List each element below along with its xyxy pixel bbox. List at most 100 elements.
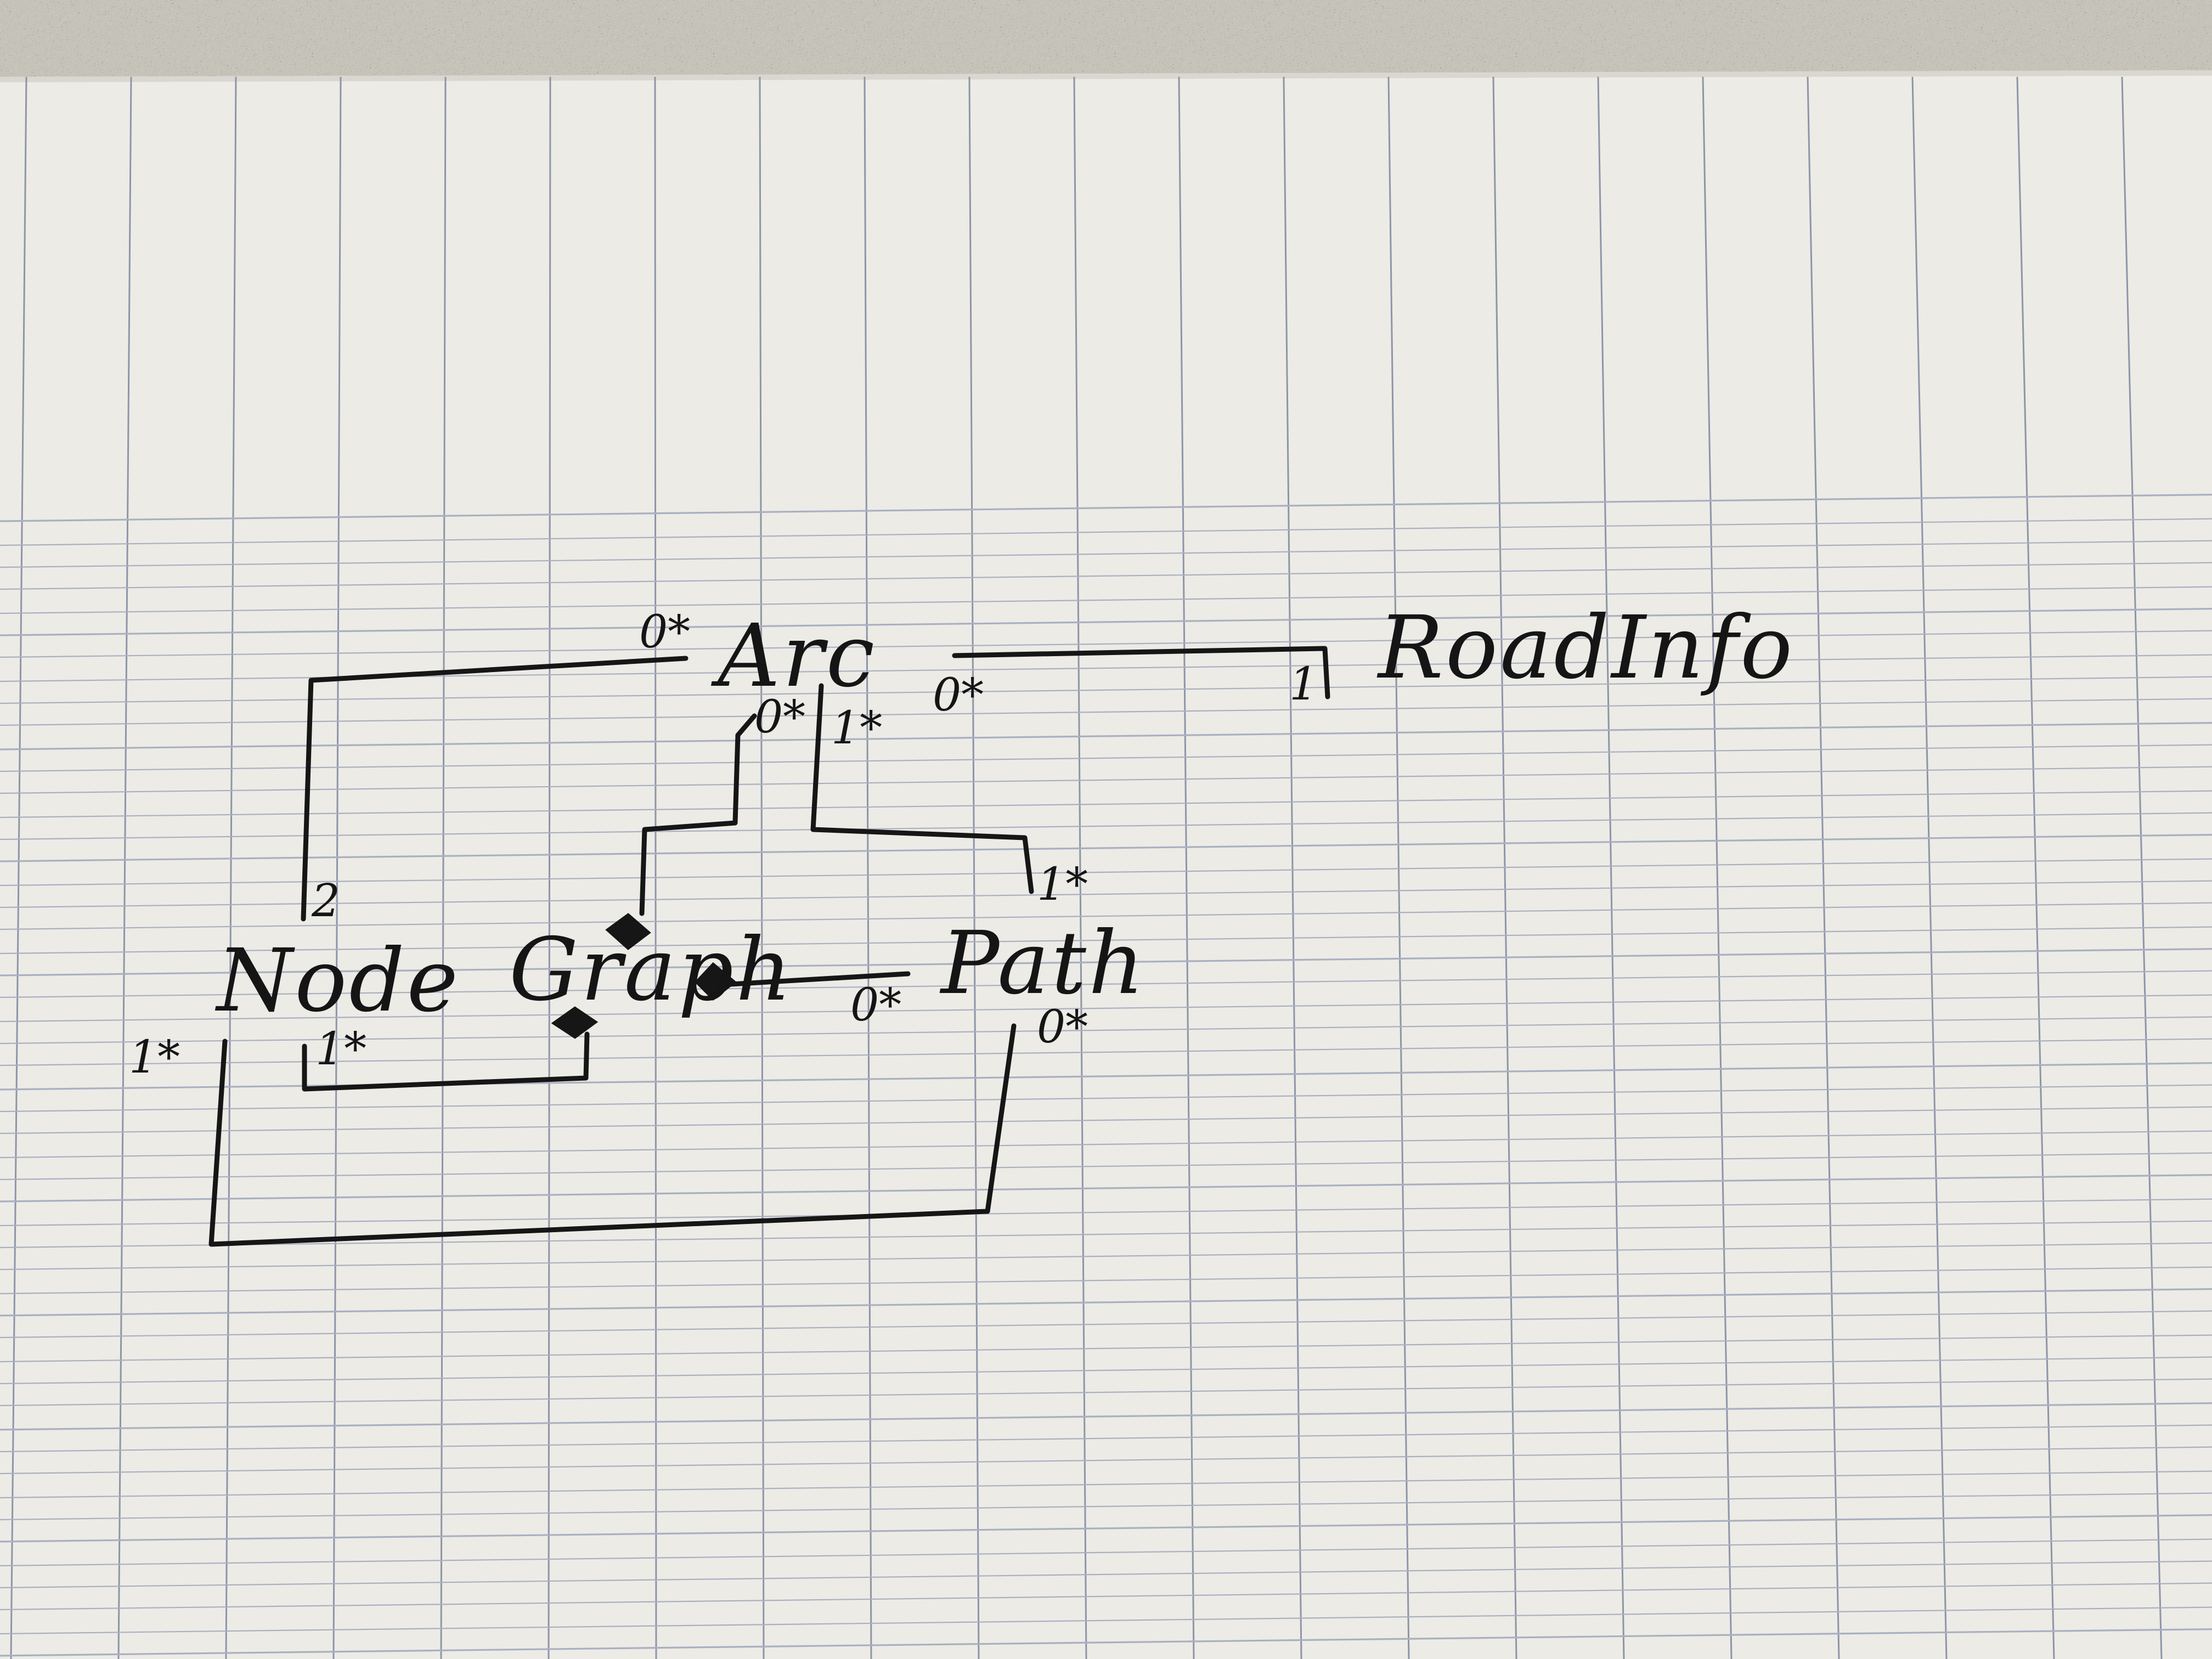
mult-arc-roadinfo: 0* [933,669,984,721]
class-node: Node [215,930,460,1031]
grid-vertical-line [440,76,447,1659]
grid-horizontal-line [0,812,2212,840]
class-path: Path [939,913,1147,1014]
graph-diamond-path [694,962,737,1001]
grid-horizontal-line [0,926,2212,955]
desk-speckle [0,0,2212,82]
grid-horizontal-line [0,790,2212,819]
grid-vertical-lines [10,76,2163,1659]
composition-diamonds [551,913,737,1039]
grid-vertical-line [1073,76,1087,1659]
mult-roadinfo-arc: 1 [1289,658,1318,710]
grid-horizontal-line [0,518,2212,546]
grid-horizontal-line [0,722,2212,751]
grid-horizontal-line [0,1242,2212,1271]
connector-path-graph [719,971,911,988]
grid-horizontal-line [0,1198,2212,1227]
grid-horizontal-line [0,1470,2212,1499]
connector-node-arc [301,656,689,922]
grid-vertical-line [225,76,237,1659]
grid-vertical-line [654,76,657,1659]
grid-horizontal-line [0,1288,2212,1317]
grid-vertical-line [548,76,551,1659]
grid-horizontal-line [0,1334,2212,1363]
grid-horizontal-line [0,902,2212,930]
grid-horizontal-line [0,698,2212,726]
grid-vertical-line [1911,76,1948,1659]
graph-diamond-node [551,1006,599,1039]
grid-horizontal-line [0,1606,2212,1635]
connectors [208,646,1330,1247]
mult-path-node: 0* [1037,1001,1088,1053]
grid-horizontal-line [0,858,2212,887]
mult-path-arc: 1* [1037,859,1088,911]
grid-vertical-line [10,76,27,1659]
connector-arc-path [810,683,1034,894]
grid-horizontal-line [0,1514,2212,1543]
grid-vertical-line [1702,76,1733,1659]
graph-diamond-arc [605,913,651,950]
grid-horizontal-line [0,948,2212,977]
grid-horizontal-line [0,1378,2212,1407]
grid-horizontal-line [0,1402,2212,1431]
multiplicity-labels: 0* 0* 1 0* 1* 2 1* 1* 1* 0* 0* [129,606,1318,1084]
grid-vertical-line [1178,76,1195,1659]
grid-horizontal-line [0,970,2212,998]
grid-horizontal-line [0,1628,2212,1657]
grid-horizontal-lines [0,494,2212,1657]
mult-arc-path: 1* [831,702,882,754]
grid-horizontal-line [0,1174,2212,1203]
paper-sheet [0,70,2212,1659]
grid-horizontal-line [0,562,2212,590]
mult-node-path: 1* [129,1031,180,1084]
grid-vertical-line [1283,76,1302,1659]
grid-horizontal-line [0,1038,2212,1066]
connector-node-path [208,1023,1017,1247]
grid-horizontal-line [0,834,2212,862]
grid-horizontal-line [0,994,2212,1023]
connector-arc-roadinfo [952,646,1330,699]
grid-horizontal-line [0,766,2212,794]
grid-horizontal-line [0,1446,2212,1475]
grid-horizontal-line [0,1152,2212,1181]
class-roadinfo: RoadInfo [1376,597,1795,698]
mult-arc-node: 0* [639,606,690,658]
grid-horizontal-line [0,1016,2212,1045]
grid-horizontal-line [0,1220,2212,1249]
mult-arc-graph: 0* [754,691,805,743]
grid-horizontal-line [0,1310,2212,1339]
grid-horizontal-line [0,1356,2212,1385]
grid-horizontal-line [0,1538,2212,1567]
grid-vertical-line [1387,76,1410,1659]
grid-vertical-line [2121,76,2163,1659]
grid-horizontal-line [0,630,2212,658]
grid-vertical-line [1807,76,1840,1659]
grid-horizontal-line [0,1084,2212,1113]
class-graph: Graph [509,919,794,1020]
grid-horizontal-line [0,880,2212,909]
grid-horizontal-line [0,586,2212,614]
mult-path-graph: 0* [850,979,901,1031]
grid-horizontal-line [0,1266,2212,1295]
grid-horizontal-line [0,494,2212,522]
class-arc: Arc [710,606,877,707]
connector-node-graph [302,1031,590,1092]
grid-vertical-line [1597,76,1625,1659]
mult-node-graph: 1* [315,1023,366,1075]
grid-vertical-line [968,76,980,1659]
paper-shadow-edge [0,70,2212,82]
grid-horizontal-line [0,540,2212,568]
grid-horizontal-line [0,676,2212,704]
grid-vertical-line [759,76,765,1659]
grid-vertical-line [2016,76,2055,1659]
grid-vertical-line [117,76,132,1659]
grid-horizontal-line [0,608,2212,636]
grid-horizontal-line [0,1424,2212,1453]
class-labels: Arc RoadInfo Node Graph Path [215,597,1795,1031]
grid-horizontal-line [0,1492,2212,1521]
grid-horizontal-line [0,744,2212,772]
grid-horizontal-line [0,1560,2212,1589]
grid-horizontal-line [0,1130,2212,1159]
connector-arc-graph [639,713,757,916]
